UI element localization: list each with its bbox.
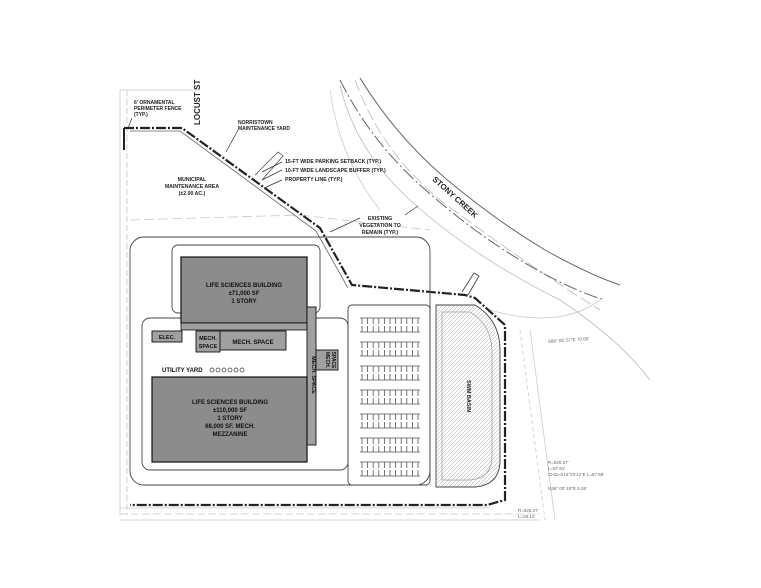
mech-short-label-2: SPACE xyxy=(330,352,336,370)
vegetation-label-3: REMAIN (TYP.) xyxy=(362,230,398,236)
mech-vertical-label: MECH. SPACE xyxy=(310,356,316,394)
norristown-label-2: MAINTENANCE YARD xyxy=(238,126,290,132)
curve-2-length: L=29.12' xyxy=(518,514,535,519)
fence-label-2: PERIMETER FENCE xyxy=(134,106,182,112)
vegetation-label-2: VEGETATION TO xyxy=(359,223,401,229)
stony-creek xyxy=(339,77,621,301)
curve-2-radius: R=825.37' xyxy=(518,508,539,513)
parking-row xyxy=(360,341,420,357)
curve-1-radius: R=920.37' xyxy=(548,460,569,465)
context-lines xyxy=(119,79,651,521)
building-b-mezz: MEZZANINE xyxy=(213,432,248,438)
building-b: LIFE SCIENCES BUILDING ±110,000 SF 1 STO… xyxy=(151,376,308,463)
parking-row xyxy=(360,389,420,405)
utility-circles xyxy=(209,367,245,373)
utility-yard: UTILITY YARD xyxy=(162,367,245,374)
annotations: LOCUST ST 6' ORNAMENTAL PERIMETER FENCE … xyxy=(134,80,480,413)
mech-strip: ELEC. MECH. SPACE MECH. SPACE MECH. SPAC… xyxy=(151,306,339,446)
parking-rows xyxy=(360,317,420,477)
municipal-label-1: MUNICIPAL xyxy=(178,177,207,183)
mech-space-label: MECH. SPACE xyxy=(232,340,273,346)
bearing-1: S88° 05' 57"E 70.00' xyxy=(548,336,590,344)
locust-st-label: LOCUST ST xyxy=(193,80,202,125)
building-a: LIFE SCIENCES BUILDING ±71,000 SF 1 STOR… xyxy=(180,256,308,324)
norristown-yard-marker xyxy=(254,151,284,181)
building-b-stories: 1 STORY xyxy=(217,416,242,422)
parking-row xyxy=(360,413,420,429)
parking-row xyxy=(360,461,420,477)
gate-marker xyxy=(461,272,480,296)
building-b-area: ±110,000 SF xyxy=(213,408,247,414)
building-a-name: LIFE SCIENCES BUILDING xyxy=(206,283,282,289)
buffer-label: 10-FT WIDE LANDSCAPE BUFFER (TYP.) xyxy=(285,168,386,174)
utility-yard-label: UTILITY YARD xyxy=(162,368,203,374)
building-a-stories: 1 STORY xyxy=(231,299,256,305)
parking-row xyxy=(360,437,420,453)
vegetation-label-1: EXISTING xyxy=(368,216,392,222)
parking-row xyxy=(360,365,420,381)
curve-1-length: L=87.61' xyxy=(548,466,565,471)
elec-label: ELEC. xyxy=(159,335,176,341)
swm-basin xyxy=(435,304,501,488)
fence-label-1: 6' ORNAMENTAL xyxy=(134,100,175,106)
stony-creek-label: STONY CREEK xyxy=(431,175,480,220)
building-a-area: ±71,000 SF xyxy=(229,291,260,297)
building-b-mezz-area: 68,000 SF. MECH. xyxy=(205,424,255,430)
property-label: PROPERTY LINE (TYP.) xyxy=(285,177,343,183)
survey-annotations: S88° 05' 57"E 70.00' R=920.37' L=87.61' … xyxy=(518,336,604,519)
municipal-label-2: MAINTENANCE AREA xyxy=(165,184,220,190)
building-b-name: LIFE SCIENCES BUILDING xyxy=(192,400,268,406)
property-line xyxy=(123,126,507,507)
mech-short-label-1: MECH. xyxy=(324,352,330,369)
leader-lines xyxy=(127,117,419,233)
municipal-label-3: (±2.00 AC.) xyxy=(179,191,206,197)
setback-label: 15-FT WIDE PARKING SETBACK (TYP.) xyxy=(285,159,381,165)
norristown-label-1: NORRISTOWN xyxy=(238,120,273,126)
bearing-2: N36° 00' 19"E 6.26' xyxy=(548,486,587,491)
mech-small-label-2: SPACE xyxy=(199,344,218,350)
parking-row xyxy=(360,317,420,333)
swm-basin-label: SWM BASIN xyxy=(465,380,471,412)
mech-small-label-1: MECH. xyxy=(199,336,217,342)
curve-1-chord: CHD=S16°23'12"E L=87.58' xyxy=(548,472,604,477)
fence-label-3: (TYP.) xyxy=(134,112,148,118)
